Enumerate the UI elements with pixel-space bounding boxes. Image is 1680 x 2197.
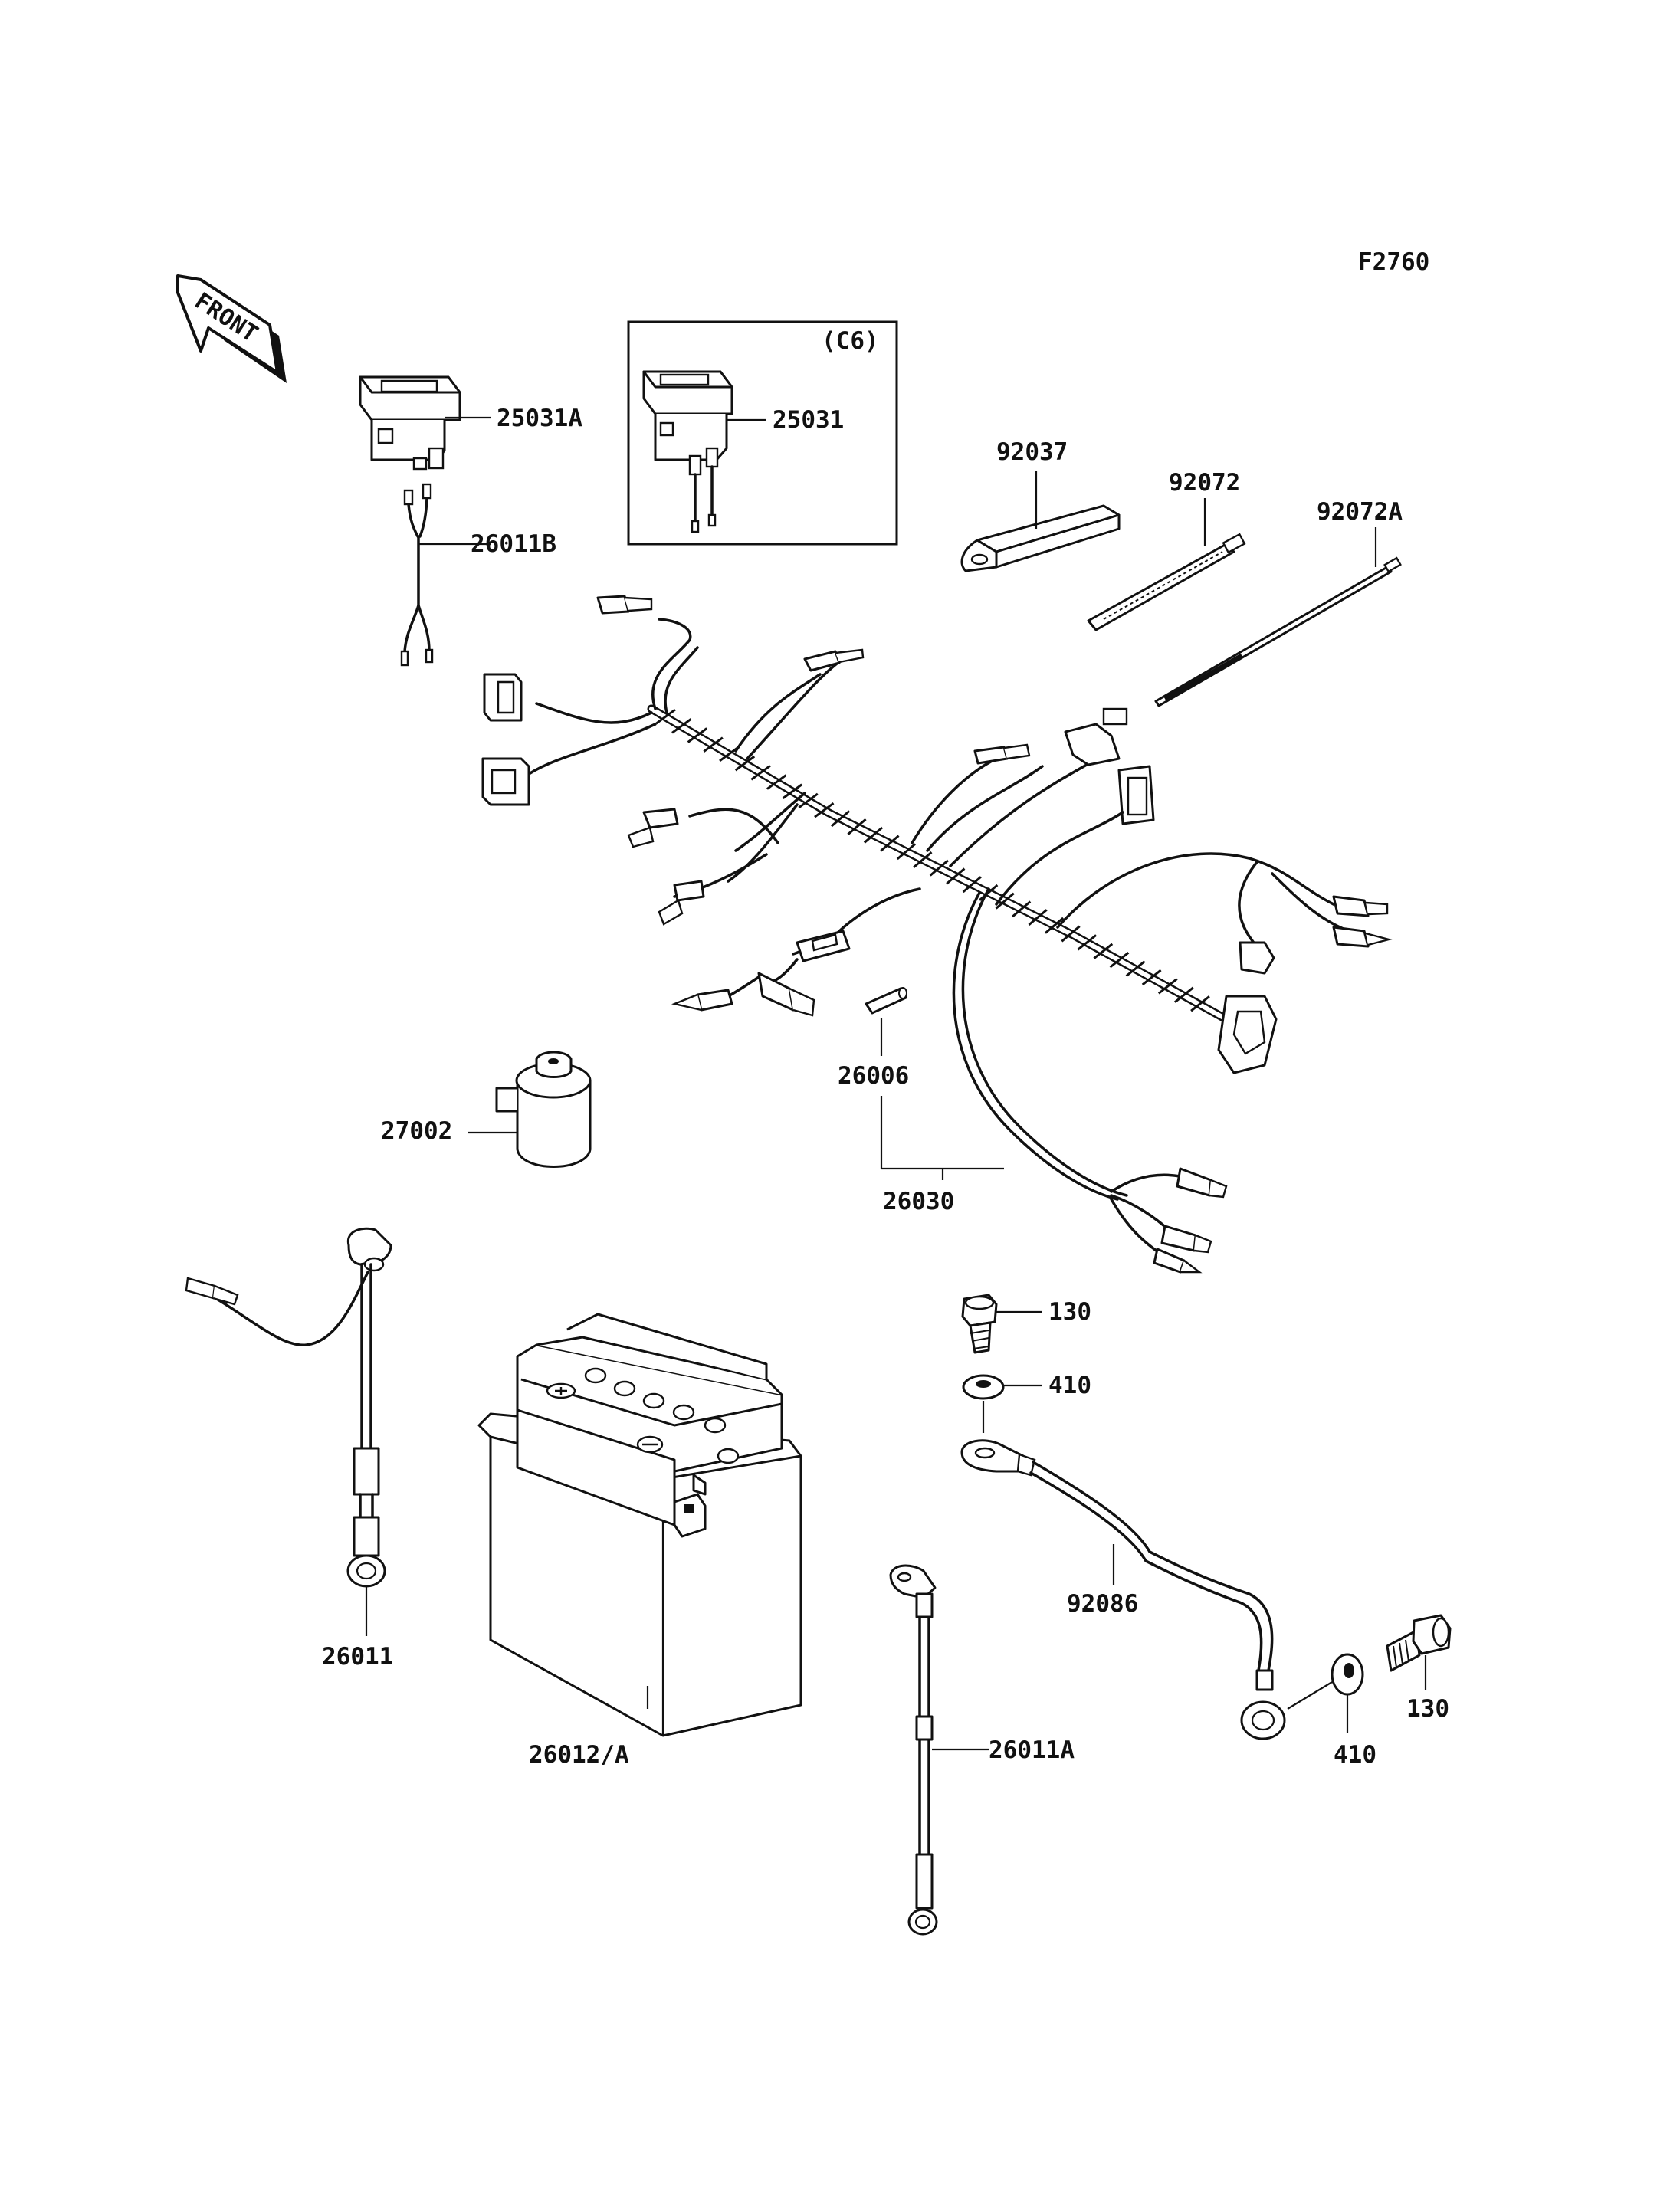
harness-wrap [734, 755, 756, 772]
callout-410-bottom: 410 [1334, 1741, 1376, 1769]
harness-wrap [946, 867, 966, 885]
fuse-26006 [865, 987, 907, 1056]
callout-26006: 26006 [838, 1062, 909, 1090]
harness-wrap [1012, 900, 1032, 918]
harness-wrap [1044, 917, 1065, 934]
callout-26011a: 26011A [989, 1736, 1075, 1764]
callout-25031a: 25031A [497, 405, 582, 432]
harness-wrap [750, 765, 771, 781]
callout-26011b: 26011B [471, 530, 556, 558]
bolt-130-top [961, 1294, 1042, 1354]
harness-wrap [671, 718, 692, 734]
inset-label: (C6) [822, 327, 879, 355]
lead-92086 [960, 1401, 1286, 1740]
callout-26030: 26030 [883, 1188, 954, 1215]
harness-wrap [979, 884, 999, 901]
callout-130-top: 130 [1048, 1298, 1091, 1326]
band-92072 [1087, 498, 1246, 631]
harness-wrap [766, 774, 787, 790]
harness-wrap [1125, 960, 1146, 977]
lead-26011b [400, 483, 491, 667]
callout-130-bottom: 130 [1406, 1695, 1449, 1723]
washer-410-top [962, 1374, 1042, 1400]
harness-wrap [1141, 969, 1162, 986]
harness-wrap [798, 792, 819, 809]
callout-25031: 25031 [773, 406, 844, 434]
harness-wrap [1093, 943, 1114, 959]
battery-26012a [477, 1313, 802, 1737]
harness-wrap [1174, 986, 1194, 1003]
callout-92072: 92072 [1169, 469, 1240, 497]
callout-26012a: 26012/A [529, 1741, 629, 1769]
harness-wrap [1028, 909, 1048, 926]
callout-410-top: 410 [1048, 1372, 1091, 1399]
harness-wrap [1061, 925, 1081, 943]
harness-wrap [687, 727, 708, 743]
washer-410-bottom [1287, 1653, 1364, 1733]
harness-wrap [929, 859, 949, 877]
callout-26011: 26011 [322, 1643, 393, 1671]
harness-wrap [655, 708, 676, 725]
front-arrow-icon: FRONT [176, 274, 287, 383]
callout-27002: 27002 [381, 1117, 452, 1145]
harness-wrap [962, 876, 982, 894]
harness-wrap [814, 802, 835, 818]
clamp-92037 [960, 471, 1121, 572]
callout-92086: 92086 [1067, 1590, 1138, 1618]
harness-wrap [1190, 995, 1210, 1012]
harness-wrap [863, 826, 884, 844]
harness-wrap [847, 818, 867, 835]
harness-wrap [1157, 978, 1178, 995]
band-92072a [1154, 527, 1402, 707]
hour-meter-25031a [359, 375, 491, 471]
harness-wrap [782, 783, 803, 799]
relay-27002 [468, 1051, 592, 1168]
inset-box-c6 [627, 320, 898, 546]
harness-wrap [880, 835, 900, 852]
lead-26011a [889, 1564, 989, 1936]
main-harness-26030 [481, 595, 1393, 1274]
figure-code: F2760 [1358, 248, 1429, 276]
hour-meter-25031 [642, 370, 766, 533]
callout-92037: 92037 [996, 438, 1068, 466]
lead-26011 [185, 1227, 392, 1636]
callout-92072a: 92072A [1317, 498, 1403, 526]
harness-wrap [896, 843, 916, 861]
harness-wrap [703, 736, 724, 753]
harness-wrap [995, 892, 1015, 910]
harness-wrap [1109, 952, 1130, 969]
harness-wrap [913, 851, 933, 868]
bolt-130-bottom [1386, 1614, 1452, 1690]
harness-wrap [830, 810, 851, 828]
harness-wrap [1077, 934, 1098, 951]
